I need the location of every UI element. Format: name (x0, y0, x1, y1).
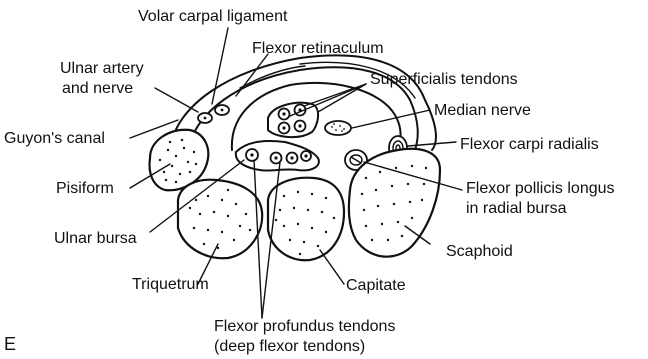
scaphoid-bone (349, 149, 440, 257)
label-ulnar-bursa: Ulnar bursa (54, 230, 137, 247)
label-pisiform: Pisiform (56, 180, 114, 197)
median-nerve (325, 121, 351, 135)
triquetrum-bone (178, 180, 262, 259)
label-median-nerve: Median nerve (434, 102, 531, 119)
label-flexor-profundus-line1: Flexor profundus tendons (214, 318, 395, 335)
label-flexor-pollicis-line1: Flexor pollicis longus (466, 180, 615, 197)
carpal-tunnel-cavity (232, 83, 401, 160)
label-ulnar-artery-line2: and nerve (62, 80, 133, 97)
label-flexor-carpi-radialis: Flexor carpi radialis (460, 136, 599, 153)
label-guyons-canal: Guyon's canal (4, 130, 105, 147)
capitate-bone (268, 178, 344, 261)
label-triquetrum: Triquetrum (132, 276, 209, 293)
panel-letter: E (4, 334, 16, 354)
label-superficialis-tendons: Superficialis tendons (370, 71, 518, 88)
label-ulnar-artery-line1: Ulnar artery (60, 60, 144, 77)
label-flexor-pollicis-line2: in radial bursa (466, 200, 567, 217)
label-flexor-profundus-line2: (deep flexor tendons) (214, 338, 365, 355)
flexor-profundus-tendons (246, 149, 311, 164)
superficialis-tendons (279, 105, 306, 134)
label-volar-carpal-ligament: Volar carpal ligament (138, 8, 288, 25)
label-capitate: Capitate (346, 277, 406, 294)
label-scaphoid: Scaphoid (446, 243, 513, 260)
label-flexor-retinaculum: Flexor retinaculum (252, 40, 384, 57)
